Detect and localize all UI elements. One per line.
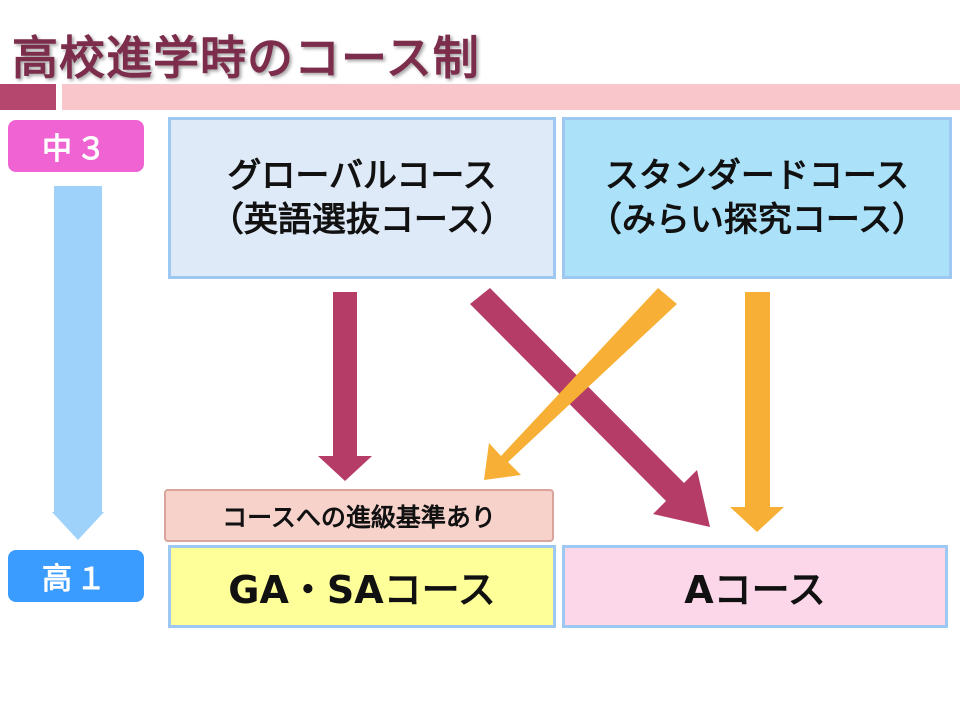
timeline-arrow: [52, 186, 104, 540]
promotion-criteria-note: コースへの進級基準あり: [164, 489, 554, 542]
title-accent-bar: [0, 84, 56, 110]
arrow-global-to-gasa: [318, 292, 372, 481]
arrow-standard-to-a: [730, 292, 784, 532]
gasa-course-box: GA・SAコース: [168, 545, 556, 628]
global-course-subtitle: （英語選抜コース）: [209, 200, 515, 240]
standard-course-box: スタンダードコース （みらい探究コース）: [562, 117, 952, 279]
global-course-box: グローバルコース （英語選抜コース）: [168, 117, 556, 279]
gasa-course-label: GA・SAコース: [228, 568, 496, 612]
grade-label-junior3: 中３: [8, 120, 144, 172]
global-course-title: グローバルコース: [227, 156, 497, 196]
grade-label-high1: 高１: [8, 550, 144, 602]
arrow-standard-to-gasa: [484, 288, 677, 480]
a-course-box: Aコース: [562, 545, 948, 628]
page-title: 高校進学時のコース制: [12, 31, 480, 85]
title-underline-bar: [62, 84, 960, 110]
arrow-global-to-a: [470, 288, 710, 527]
a-course-label: Aコース: [684, 568, 826, 612]
standard-course-title: スタンダードコース: [604, 156, 910, 196]
standard-course-subtitle: （みらい探究コース）: [587, 200, 927, 240]
